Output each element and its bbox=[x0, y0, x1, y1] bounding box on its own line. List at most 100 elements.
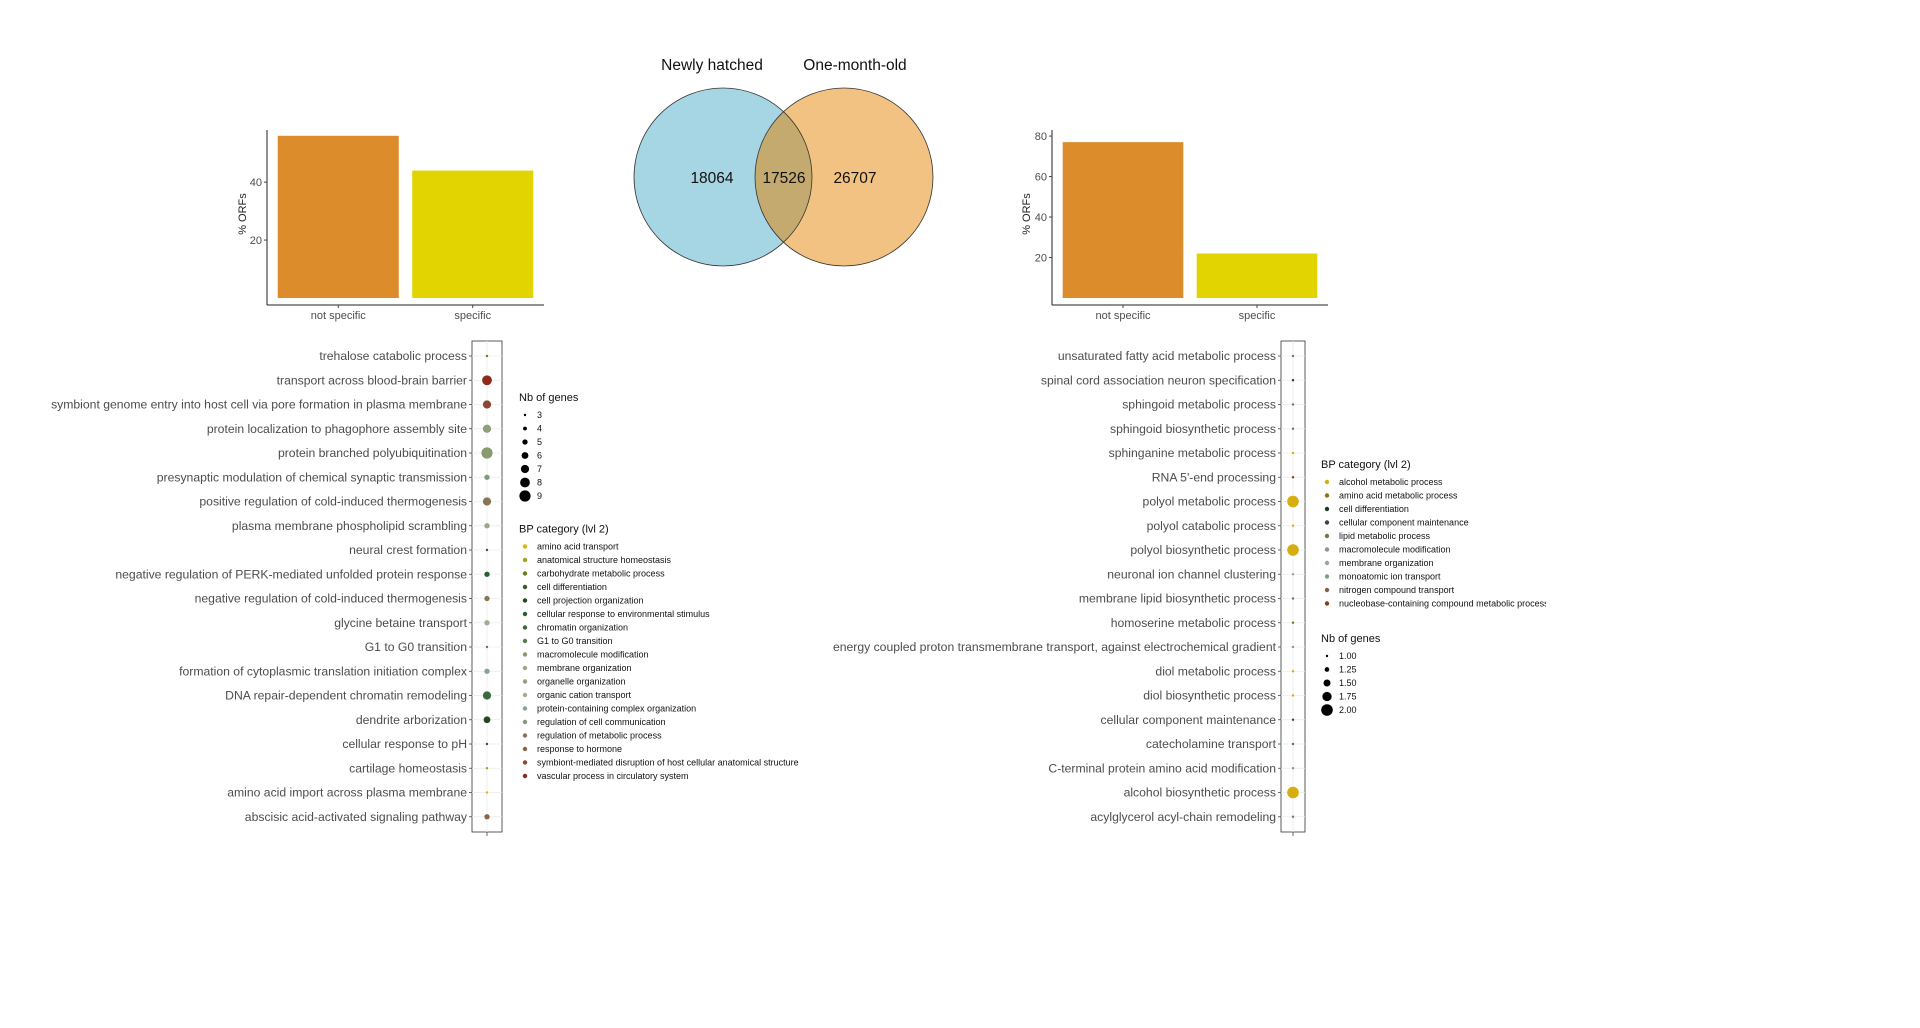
color-legend-key bbox=[1324, 587, 1330, 593]
data-point bbox=[1291, 573, 1295, 576]
color-legend-label: chromatin organization bbox=[537, 623, 628, 633]
go-term-label: catecholamine transport bbox=[1146, 737, 1277, 751]
size-legend-key bbox=[522, 439, 528, 445]
venn-count: 17526 bbox=[762, 170, 805, 187]
data-point bbox=[484, 595, 490, 602]
data-point bbox=[485, 767, 489, 770]
data-point bbox=[1291, 379, 1295, 382]
go-term-label: cellular response to pH bbox=[342, 737, 467, 751]
go-term-label: C-terminal protein amino acid modificati… bbox=[1048, 761, 1276, 775]
data-point bbox=[1291, 670, 1295, 673]
size-legend-key bbox=[523, 426, 527, 431]
go-term-label: negative regulation of PERK-mediated unf… bbox=[115, 567, 467, 581]
size-legend-label: 4 bbox=[537, 424, 542, 434]
size-legend-label: 6 bbox=[537, 451, 542, 461]
size-legend-label: 1.50 bbox=[1339, 678, 1357, 688]
y-tick-label: 40 bbox=[1035, 212, 1047, 224]
color-legend-key bbox=[522, 584, 528, 590]
go-term-label: homoserine metabolic process bbox=[1111, 616, 1276, 630]
color-legend-key bbox=[1324, 493, 1330, 498]
x-tick-label: specific bbox=[454, 310, 491, 322]
color-legend: BP category (lvl 2)amino acid transporta… bbox=[519, 524, 799, 782]
color-legend-label: protein-containing complex organization bbox=[537, 704, 696, 714]
size-legend-label: 1.00 bbox=[1339, 651, 1357, 661]
color-legend-label: monoatomic ion transport bbox=[1339, 572, 1441, 582]
size-legend-key bbox=[521, 452, 529, 459]
x-tick-label: not specific bbox=[311, 310, 367, 322]
dot-plot-bottom-right: unsaturated fatty acid metabolic process… bbox=[833, 340, 1546, 836]
color-legend-label: regulation of metabolic process bbox=[537, 731, 662, 741]
data-point bbox=[484, 523, 490, 529]
data-point bbox=[481, 447, 493, 459]
color-legend-label: organic cation transport bbox=[537, 690, 632, 700]
color-legend-label: response to hormone bbox=[537, 744, 622, 754]
color-legend-label: membrane organization bbox=[1339, 558, 1434, 568]
color-legend-label: macromolecule modification bbox=[1339, 545, 1451, 555]
color-legend-label: nitrogen compound transport bbox=[1339, 585, 1455, 595]
color-legend-label: cell differentiation bbox=[537, 582, 607, 592]
color-legend-label: amino acid transport bbox=[537, 542, 619, 552]
go-term-label: dendrite arborization bbox=[356, 713, 467, 727]
color-legend-key bbox=[522, 611, 528, 617]
go-term-label: amino acid import across plasma membrane bbox=[227, 786, 467, 800]
color-legend-label: symbiont-mediated disruption of host cel… bbox=[537, 758, 799, 768]
data-point bbox=[1291, 718, 1295, 721]
data-point bbox=[1291, 645, 1295, 649]
x-tick-label: specific bbox=[1239, 310, 1276, 322]
data-point bbox=[1291, 451, 1295, 455]
size-legend-label: 7 bbox=[537, 464, 542, 474]
color-legend-key bbox=[1324, 533, 1330, 539]
y-axis-title: % ORFs bbox=[1021, 193, 1033, 235]
data-point bbox=[482, 375, 492, 386]
bar-specific bbox=[412, 170, 534, 298]
color-legend-key bbox=[522, 719, 528, 725]
go-term-label: alcohol biosynthetic process bbox=[1124, 786, 1276, 800]
go-term-label: sphingoid metabolic process bbox=[1122, 398, 1276, 412]
y-tick-label: 80 bbox=[1035, 131, 1047, 143]
color-legend-key bbox=[522, 733, 528, 738]
go-term-label: glycine betaine transport bbox=[334, 616, 467, 630]
size-legend-key bbox=[519, 490, 531, 502]
color-legend-label: anatomical structure homeostasis bbox=[537, 555, 672, 565]
data-point bbox=[1287, 544, 1299, 556]
color-legend-key bbox=[1324, 520, 1330, 525]
color-legend-key bbox=[522, 544, 528, 549]
go-term-label: DNA repair-dependent chromatin remodelin… bbox=[225, 689, 467, 703]
size-legend-label: 1.75 bbox=[1339, 692, 1357, 702]
color-legend-key bbox=[1324, 506, 1330, 512]
color-legend-label: lipid metabolic process bbox=[1339, 531, 1431, 541]
go-term-label: protein localization to phagophore assem… bbox=[207, 422, 467, 436]
color-legend-key bbox=[522, 571, 528, 576]
data-point bbox=[484, 620, 490, 626]
go-term-label: trehalose catabolic process bbox=[319, 349, 467, 363]
data-point bbox=[485, 354, 489, 358]
color-legend-label: organelle organization bbox=[537, 677, 626, 687]
size-legend-key bbox=[520, 477, 530, 488]
color-legend-key bbox=[522, 760, 528, 765]
size-legend-label: 2.00 bbox=[1339, 705, 1357, 715]
data-point bbox=[484, 474, 490, 480]
size-legend-label: 3 bbox=[537, 410, 542, 420]
data-point bbox=[1291, 597, 1295, 600]
size-legend-title: Nb of genes bbox=[519, 392, 579, 404]
go-term-label: polyol metabolic process bbox=[1143, 495, 1276, 509]
data-point bbox=[482, 400, 492, 409]
data-point bbox=[1291, 742, 1295, 746]
data-point bbox=[1291, 524, 1295, 527]
data-point bbox=[483, 716, 491, 724]
data-point bbox=[1287, 495, 1299, 508]
x-tick-label: not specific bbox=[1095, 310, 1151, 322]
go-term-label: acylglycerol acyl-chain remodeling bbox=[1090, 810, 1276, 824]
go-term-label: G1 to G0 transition bbox=[365, 640, 467, 654]
color-legend-key bbox=[522, 679, 528, 684]
go-term-label: neural crest formation bbox=[349, 543, 467, 557]
data-point bbox=[1291, 427, 1295, 430]
color-legend-key bbox=[1324, 547, 1330, 552]
size-legend-key bbox=[1323, 679, 1331, 687]
color-legend-key bbox=[522, 625, 528, 630]
size-legend-label: 8 bbox=[537, 478, 542, 488]
